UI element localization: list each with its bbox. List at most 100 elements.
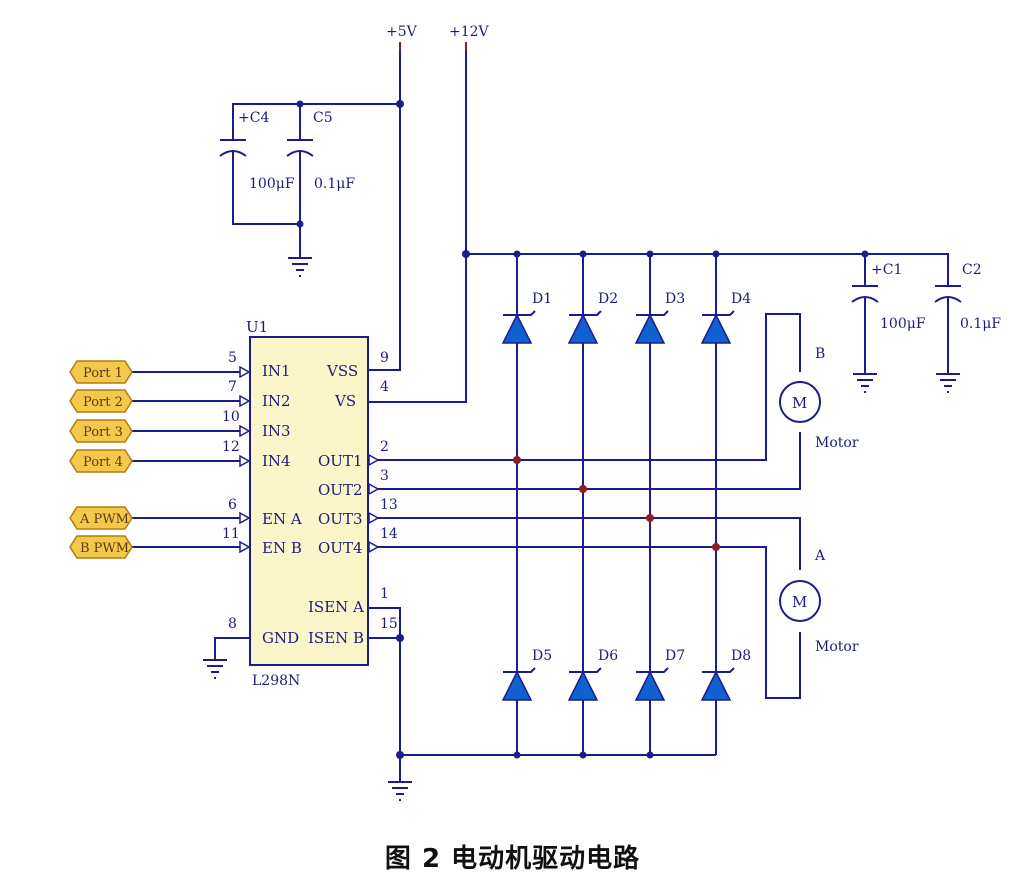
pin-vs: VS <box>334 392 356 410</box>
junction-dot <box>712 543 720 551</box>
ic-l298n: U1 L298N IN1 IN2 IN3 IN4 EN A EN B GND 5… <box>222 318 398 689</box>
port-4-label: Port 4 <box>83 455 123 470</box>
ground-symbol <box>387 781 413 801</box>
pin-gnd: GND <box>262 629 299 647</box>
ic-part: L298N <box>252 673 300 689</box>
port-2-label: Port 2 <box>83 395 123 410</box>
supply-5v: +5V <box>386 24 418 50</box>
pin-num: 11 <box>222 526 240 542</box>
pin-num: 4 <box>380 379 389 395</box>
c4-value: 100μF <box>249 176 295 192</box>
junction-dot <box>296 100 304 108</box>
ground-symbol <box>287 257 313 277</box>
pin-num: 3 <box>380 468 389 484</box>
motor-driver-schematic: +5V +12V +C4 100μF C5 0.1μF <box>69 24 1001 801</box>
ground-symbol <box>852 373 878 393</box>
motor-a-ref: A <box>814 548 826 564</box>
c4-ref: +C4 <box>238 110 269 126</box>
pin-vss: VSS <box>326 362 358 380</box>
figure-caption: 图 2 电动机驱动电路 <box>384 844 641 874</box>
pin-in4: IN4 <box>262 452 291 470</box>
pin-isen-a: ISEN A <box>308 598 364 616</box>
motor-b: M B Motor <box>779 346 859 451</box>
pin-num: 15 <box>380 616 398 632</box>
ground-symbol <box>935 373 961 393</box>
port-b-pwm: B PWM <box>69 535 133 559</box>
motor-b-label: Motor <box>815 435 859 451</box>
c5-ref: C5 <box>313 110 333 126</box>
capacitor-c4: +C4 100μF <box>219 110 300 225</box>
pin-num: 1 <box>380 586 389 602</box>
diode-d6: D6 <box>567 648 618 701</box>
d7-label: D7 <box>665 648 685 664</box>
pin-out2: OUT2 <box>318 481 363 499</box>
port-1-label: Port 1 <box>83 366 123 381</box>
pin-num: 10 <box>222 409 240 425</box>
d8-label: D8 <box>731 648 751 664</box>
port-2: Port 2 <box>69 389 133 413</box>
pin-out4: OUT4 <box>318 539 363 557</box>
supply-5v-label: +5V <box>386 24 418 40</box>
port-1: Port 1 <box>69 360 133 384</box>
ground-symbol <box>202 659 228 679</box>
c2-value: 0.1μF <box>960 316 1001 332</box>
diode-d1: D1 <box>501 291 552 344</box>
supply-12v-label: +12V <box>449 24 490 40</box>
capacitor-c2: C2 0.1μF <box>934 262 1001 374</box>
pin-num: 8 <box>228 616 237 632</box>
d3-label: D3 <box>665 291 685 307</box>
pin-num: 6 <box>228 497 237 513</box>
pin-num: 12 <box>222 439 240 455</box>
motor-b-symbol: M <box>792 394 807 412</box>
junction-dot <box>396 100 404 108</box>
ic-output-arrows <box>368 453 380 554</box>
diode-d2: D2 <box>567 291 618 344</box>
motor-b-ref: B <box>815 346 825 362</box>
port-3-label: Port 3 <box>83 425 123 440</box>
junction-dot <box>579 485 587 493</box>
pin-in2: IN2 <box>262 392 291 410</box>
c1-value: 100μF <box>880 316 926 332</box>
pin-num: 5 <box>228 350 237 366</box>
pin-in3: IN3 <box>262 422 291 440</box>
d6-label: D6 <box>598 648 618 664</box>
ic-ref: U1 <box>246 318 268 336</box>
d5-label: D5 <box>532 648 552 664</box>
pin-num: 7 <box>228 379 237 395</box>
port-4: Port 4 <box>69 449 133 473</box>
diode-d8: D8 <box>700 648 751 701</box>
diode-d5: D5 <box>501 648 552 701</box>
d4-label: D4 <box>731 291 751 307</box>
d2-label: D2 <box>598 291 618 307</box>
port-3: Port 3 <box>69 419 133 443</box>
pin-num: 2 <box>380 439 389 455</box>
port-a-pwm: A PWM <box>69 506 133 530</box>
diode-d7: D7 <box>634 648 685 701</box>
supply-12v: +12V <box>449 24 490 50</box>
port-b-pwm-label: B PWM <box>80 541 129 556</box>
capacitor-c1: +C1 100μF <box>851 254 926 374</box>
junction-dot <box>513 456 521 464</box>
motor-a-label: Motor <box>815 639 859 655</box>
pin-num: 9 <box>380 350 389 366</box>
pin-out3: OUT3 <box>318 510 363 528</box>
pin-in1: IN1 <box>262 362 291 380</box>
pin-num: 13 <box>380 497 398 513</box>
motor-a: M A Motor <box>779 548 859 655</box>
pin-en-b: EN B <box>262 539 302 557</box>
ic-body <box>249 336 369 666</box>
ic-input-arrows <box>239 365 251 554</box>
pin-num: 14 <box>380 526 398 542</box>
diode-d3: D3 <box>634 291 685 344</box>
pin-isen-b: ISEN B <box>308 629 364 647</box>
d1-label: D1 <box>532 291 552 307</box>
junction-dot <box>646 514 654 522</box>
pin-out1: OUT1 <box>318 452 363 470</box>
diode-d4: D4 <box>700 291 751 344</box>
c2-ref: C2 <box>962 262 982 278</box>
pin-en-a: EN A <box>262 510 302 528</box>
c5-value: 0.1μF <box>314 176 355 192</box>
motor-a-symbol: M <box>792 593 807 611</box>
c1-ref: +C1 <box>871 262 902 278</box>
port-a-pwm-label: A PWM <box>79 512 129 527</box>
